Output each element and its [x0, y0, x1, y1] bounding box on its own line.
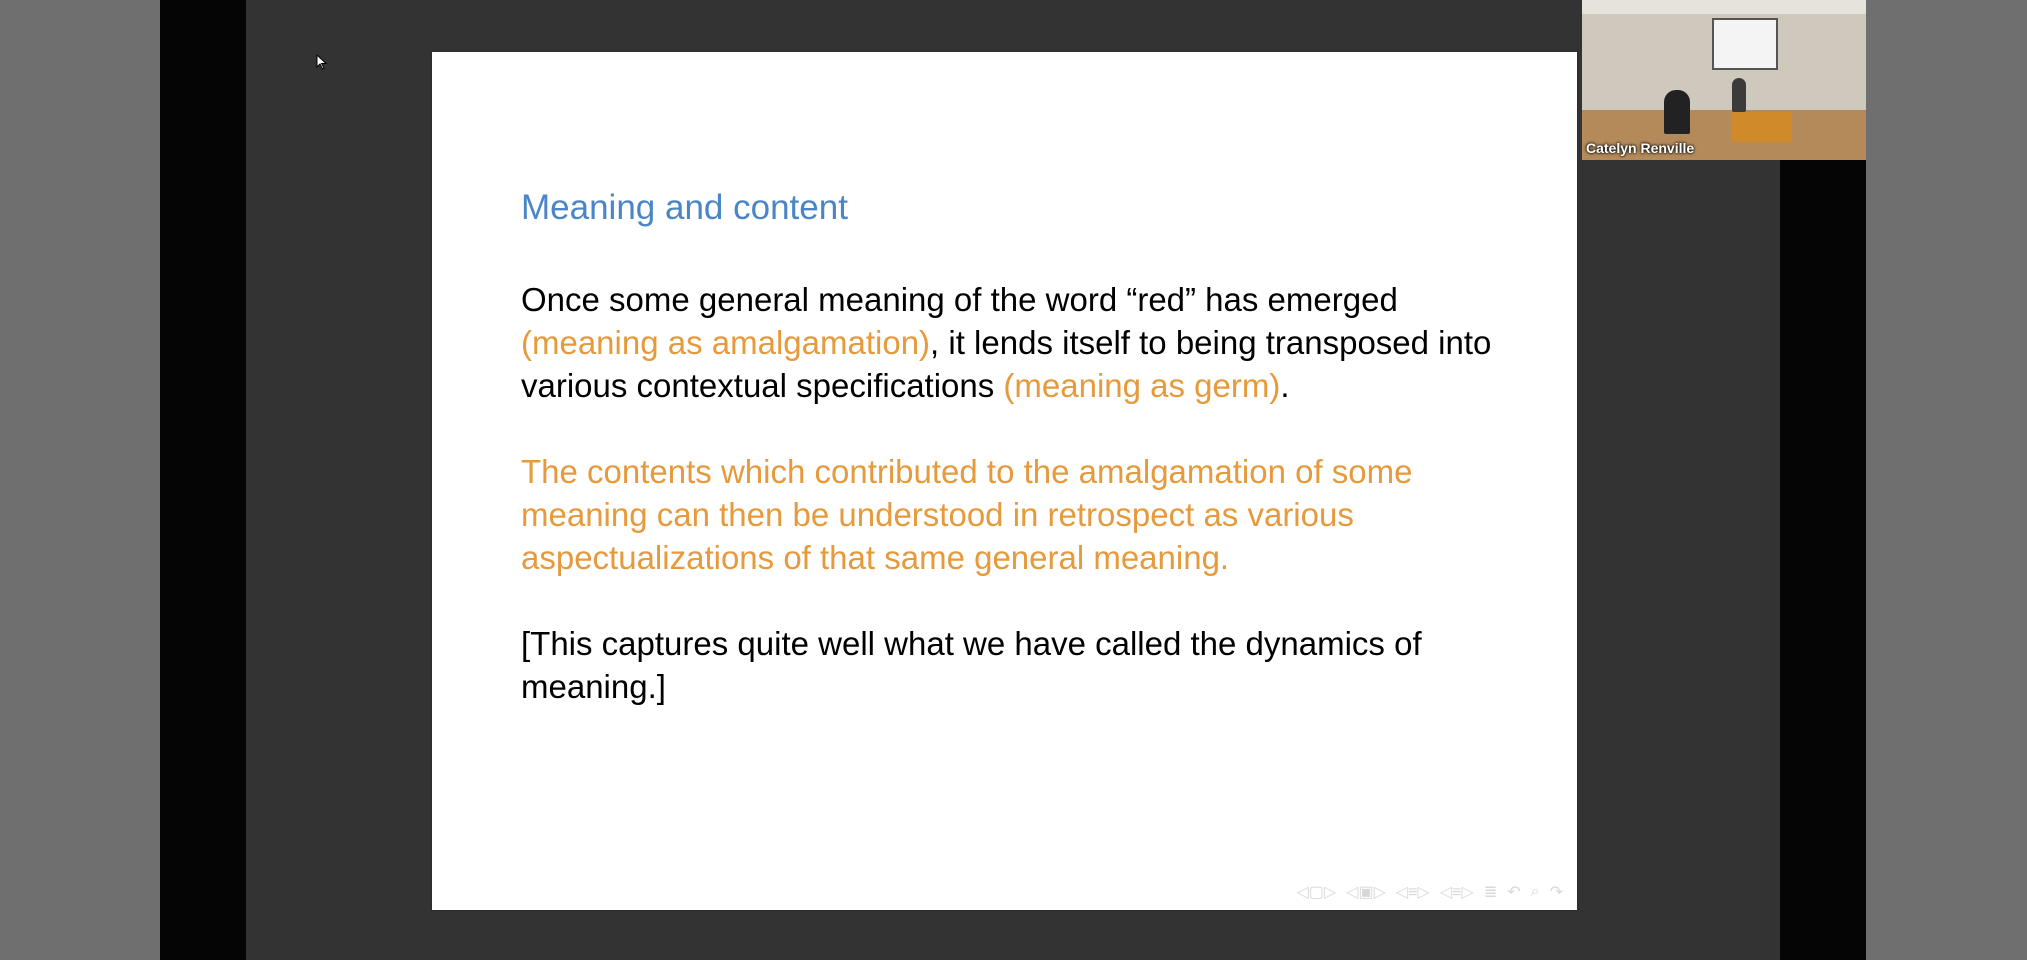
mouse-cursor-icon [316, 54, 328, 70]
subsection-nav-icon[interactable]: ◁≡▷ [1395, 884, 1430, 901]
slide-title: Meaning and content [521, 188, 848, 227]
participant-video-tile[interactable]: Catelyn Renville [1582, 0, 1866, 160]
left-margin [0, 0, 160, 960]
redo-icon[interactable]: ↷ [1549, 884, 1563, 901]
right-letterbox [1780, 0, 1866, 960]
video-desk [1732, 112, 1792, 142]
beamer-navigation-bar: ◁▢▷ ◁▣▷ ◁≡▷ ◁≡▷ ≣ ↶ ⌕ ↷ [1296, 882, 1563, 902]
p1-text-e: . [1280, 367, 1290, 404]
participant-name-label: Catelyn Renville [1586, 140, 1695, 156]
video-projector-screen [1712, 18, 1778, 70]
p1-text-c: , it lends itself to being transposed in… [521, 324, 1492, 404]
p1-highlight-amalgamation: (meaning as amalgamation) [521, 324, 931, 361]
slide-paragraph-2: The contents which contributed to the am… [521, 453, 1413, 576]
slide-paragraph-1: Once some general meaning of the word “r… [521, 278, 1521, 407]
right-margin [1866, 0, 2027, 960]
slide-paragraph-3: [This captures quite well what we have c… [521, 625, 1422, 705]
left-letterbox [160, 0, 246, 960]
undo-icon[interactable]: ↶ [1507, 884, 1521, 901]
section-nav-icon[interactable]: ◁≡▷ [1439, 884, 1474, 901]
video-person-standing [1732, 78, 1746, 112]
align-icon[interactable]: ≣ [1483, 884, 1498, 901]
frame-nav-icon[interactable]: ◁▣▷ [1346, 884, 1386, 901]
p1-text-a: Once some general meaning of the word “r… [521, 281, 1398, 318]
p1-highlight-germ: (meaning as germ) [1003, 367, 1281, 404]
video-room-ceiling [1582, 0, 1866, 14]
slide-nav-icon[interactable]: ◁▢▷ [1296, 884, 1337, 901]
video-person-seated [1664, 90, 1690, 134]
presentation-slide[interactable]: Meaning and content Once some general me… [432, 52, 1577, 910]
video-room-floor [1582, 110, 1866, 160]
search-icon[interactable]: ⌕ [1530, 883, 1540, 900]
